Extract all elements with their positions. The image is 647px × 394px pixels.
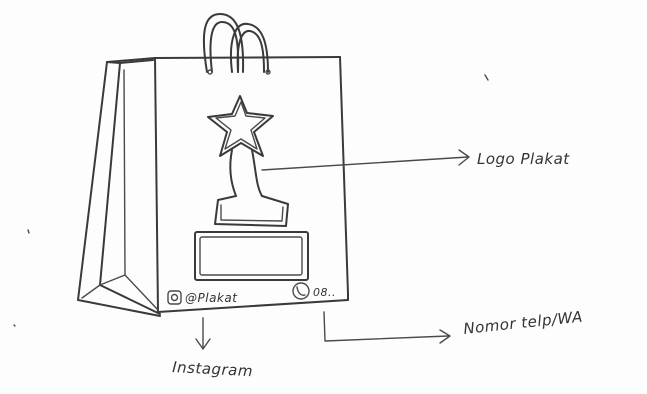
- name-plate: [195, 232, 308, 280]
- trophy-logo-icon: [208, 96, 288, 226]
- bag-instagram-handle: @Plakat: [185, 291, 238, 305]
- label-logo-plakat: Logo Plakat: [477, 150, 570, 168]
- label-phone-wa: Nomor telp/WA: [463, 308, 584, 338]
- arrow-logo: [262, 150, 469, 170]
- phone-icon: [293, 283, 309, 299]
- bag-handles: [204, 14, 270, 74]
- bag-phone-number: 08..: [313, 286, 336, 299]
- label-instagram: Instagram: [172, 358, 254, 380]
- arrow-instagram: [196, 318, 210, 349]
- instagram-icon: [168, 291, 181, 304]
- arrow-phone: [324, 312, 450, 343]
